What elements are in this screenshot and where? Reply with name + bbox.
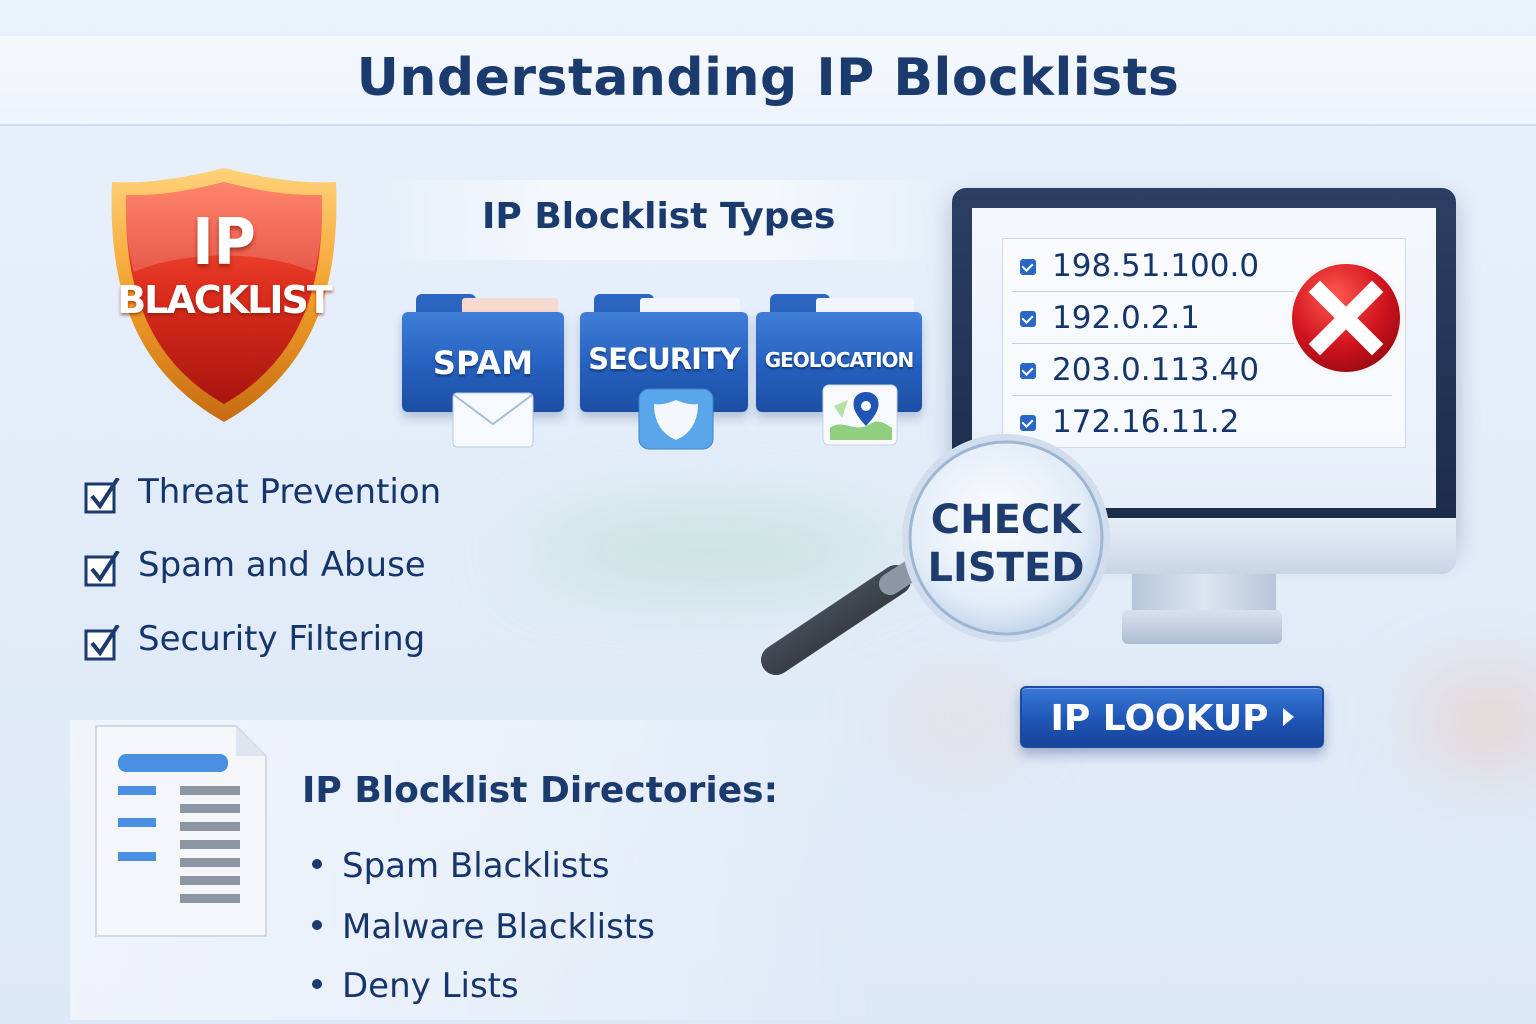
checkbox-checked-icon [84,625,120,661]
folder-paper [462,298,558,316]
checkbox-checked-icon [84,551,120,587]
shield-label-ip: IP [192,206,256,280]
magnifier-label: CHECK LISTED [927,497,1085,591]
background-glow-orange [1420,680,1536,760]
ip-lookup-button[interactable]: IP LOOKUP [1020,686,1324,748]
ip-list-row[interactable]: 172.16.11.2 [1012,396,1392,448]
ip-check-icon [1020,363,1036,379]
ip-check-icon [1020,415,1036,431]
play-arrow-icon [1282,708,1294,726]
shield-icon [111,168,337,422]
ip-address: 172.16.11.2 [1052,404,1240,440]
folder-paper [816,298,914,316]
types-title: IP Blocklist Types [482,196,836,237]
magnifier-icon [761,434,1110,675]
directory-item[interactable]: Malware Blacklists [312,907,655,947]
folder-tab [770,294,830,314]
ip-address: 203.0.113.40 [1052,352,1260,388]
directories-title: IP Blocklist Directories: [302,770,778,811]
folder-label-spam: SPAM [432,344,534,382]
folder-tab [594,294,654,314]
monitor-stand-neck [1132,574,1276,614]
map-pin-icon [822,384,898,446]
ip-list-row[interactable]: 198.51.100.0 [1012,240,1392,292]
folder-label-security: SECURITY [588,342,740,376]
background-glow-orange-left [900,690,1020,750]
checklist-label: Spam and Abuse [138,545,426,585]
document-icon [95,725,267,937]
ip-list-row[interactable]: 192.0.2.1 [1012,292,1392,344]
monitor-stand-base [1122,610,1282,644]
bullet-icon [312,919,322,930]
folder-spam[interactable]: SPAM [402,294,564,412]
ip-address: 198.51.100.0 [1052,248,1260,284]
folder-label-geolocation: GEOLOCATION [764,348,915,372]
ip-check-icon [1020,311,1036,327]
header-band [0,36,1536,126]
directory-item[interactable]: Spam Blacklists [312,846,610,886]
checkbox-checked-icon [84,478,120,514]
envelope-icon [452,392,534,448]
checklist-label: Threat Prevention [138,472,442,512]
checklist-label: Security Filtering [138,619,426,659]
ip-list-row[interactable]: 203.0.113.40 [1012,344,1392,396]
folder-paper [640,298,740,316]
reject-x-icon [1288,260,1404,376]
ip-check-icon [1020,259,1036,275]
bullet-icon [312,858,322,869]
directory-item[interactable]: Deny Lists [312,966,519,1006]
folder-tab [416,294,476,314]
shield-label-blacklist: BLACKLIST [117,278,333,322]
security-shield-icon [638,388,714,450]
ip-address: 192.0.2.1 [1052,300,1200,336]
page-title: Understanding IP Blocklists [356,48,1180,108]
bullet-icon [312,978,322,989]
types-band [380,180,940,260]
